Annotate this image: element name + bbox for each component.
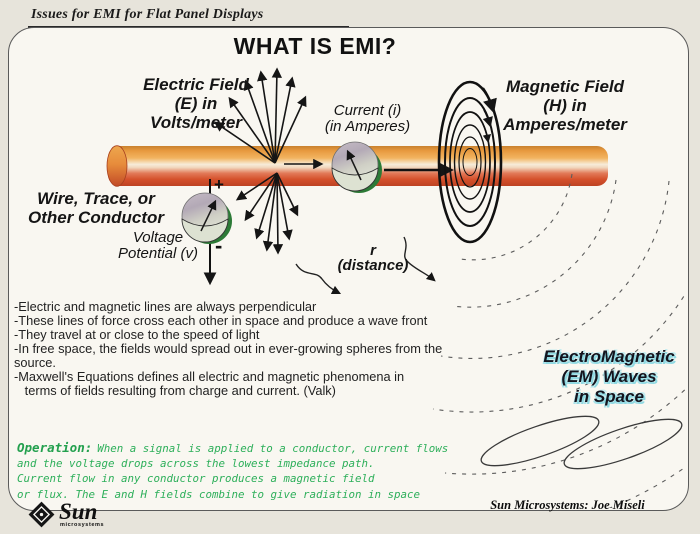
page-header: Issues for EMI for Flat Panel Displays — [28, 4, 349, 28]
minus-sign: - — [215, 233, 223, 258]
plus-sign: + — [214, 175, 224, 194]
magnetic-field-label: Magnetic Field (H) in Amperes/meter — [503, 77, 627, 134]
operation-line-text: When a signal is applied to a conductor,… — [97, 442, 449, 455]
sun-logo-name: Sun — [59, 499, 98, 524]
em-waves-label: ElectroMagnetic (EM) Waves in Space — [543, 347, 675, 406]
distance-label: r (distance) — [337, 242, 409, 274]
page-header-title: Issues for EMI for Flat Panel Displays — [31, 7, 264, 22]
bullet-item: -Maxwell's Equations defines all electri… — [14, 369, 405, 384]
sun-logo-subtitle: microsystems — [60, 522, 105, 528]
sun-logo-text: Sun microsystems — [56, 500, 104, 528]
operation-line: and the voltage drops across the lowest … — [17, 457, 375, 471]
sun-logo: Sun microsystems — [27, 500, 104, 532]
operation-text: Operation: When a signal is applied to a … — [17, 440, 457, 502]
footer-credit: Sun Microsystems: Joe Miseli — [490, 498, 645, 512]
bullet-item: -In free space, the fields would spread … — [14, 341, 446, 370]
operation-line: Operation: When a signal is applied to a … — [17, 440, 457, 456]
slide-title: WHAT IS EMI? — [233, 33, 397, 59]
operation-label: Operation: — [17, 440, 93, 455]
bullet-item: -Electric and magnetic lines are always … — [14, 299, 317, 314]
operation-line: or flux. The E and H fields combine to g… — [17, 487, 421, 501]
current-label: Current (i) (in Amperes) — [324, 102, 411, 135]
bullet-item: -These lines of force cross each other i… — [14, 313, 428, 328]
bullet-list: -Electric and magnetic lines are always … — [14, 300, 484, 398]
conductor-label: Wire, Trace, or Other Conductor — [28, 189, 164, 227]
sun-diamond-icon — [28, 501, 55, 528]
electric-field-label: Electric Field (E) in Volts/meter — [143, 75, 249, 132]
operation-line: Current flow in any conductor produces a… — [17, 472, 375, 486]
bullet-item: terms of fields resulting from charge an… — [14, 383, 336, 398]
bullet-item: -They travel at or close to the speed of… — [14, 327, 260, 342]
voltage-potential-label: Voltage Potential (v) — [117, 229, 199, 262]
